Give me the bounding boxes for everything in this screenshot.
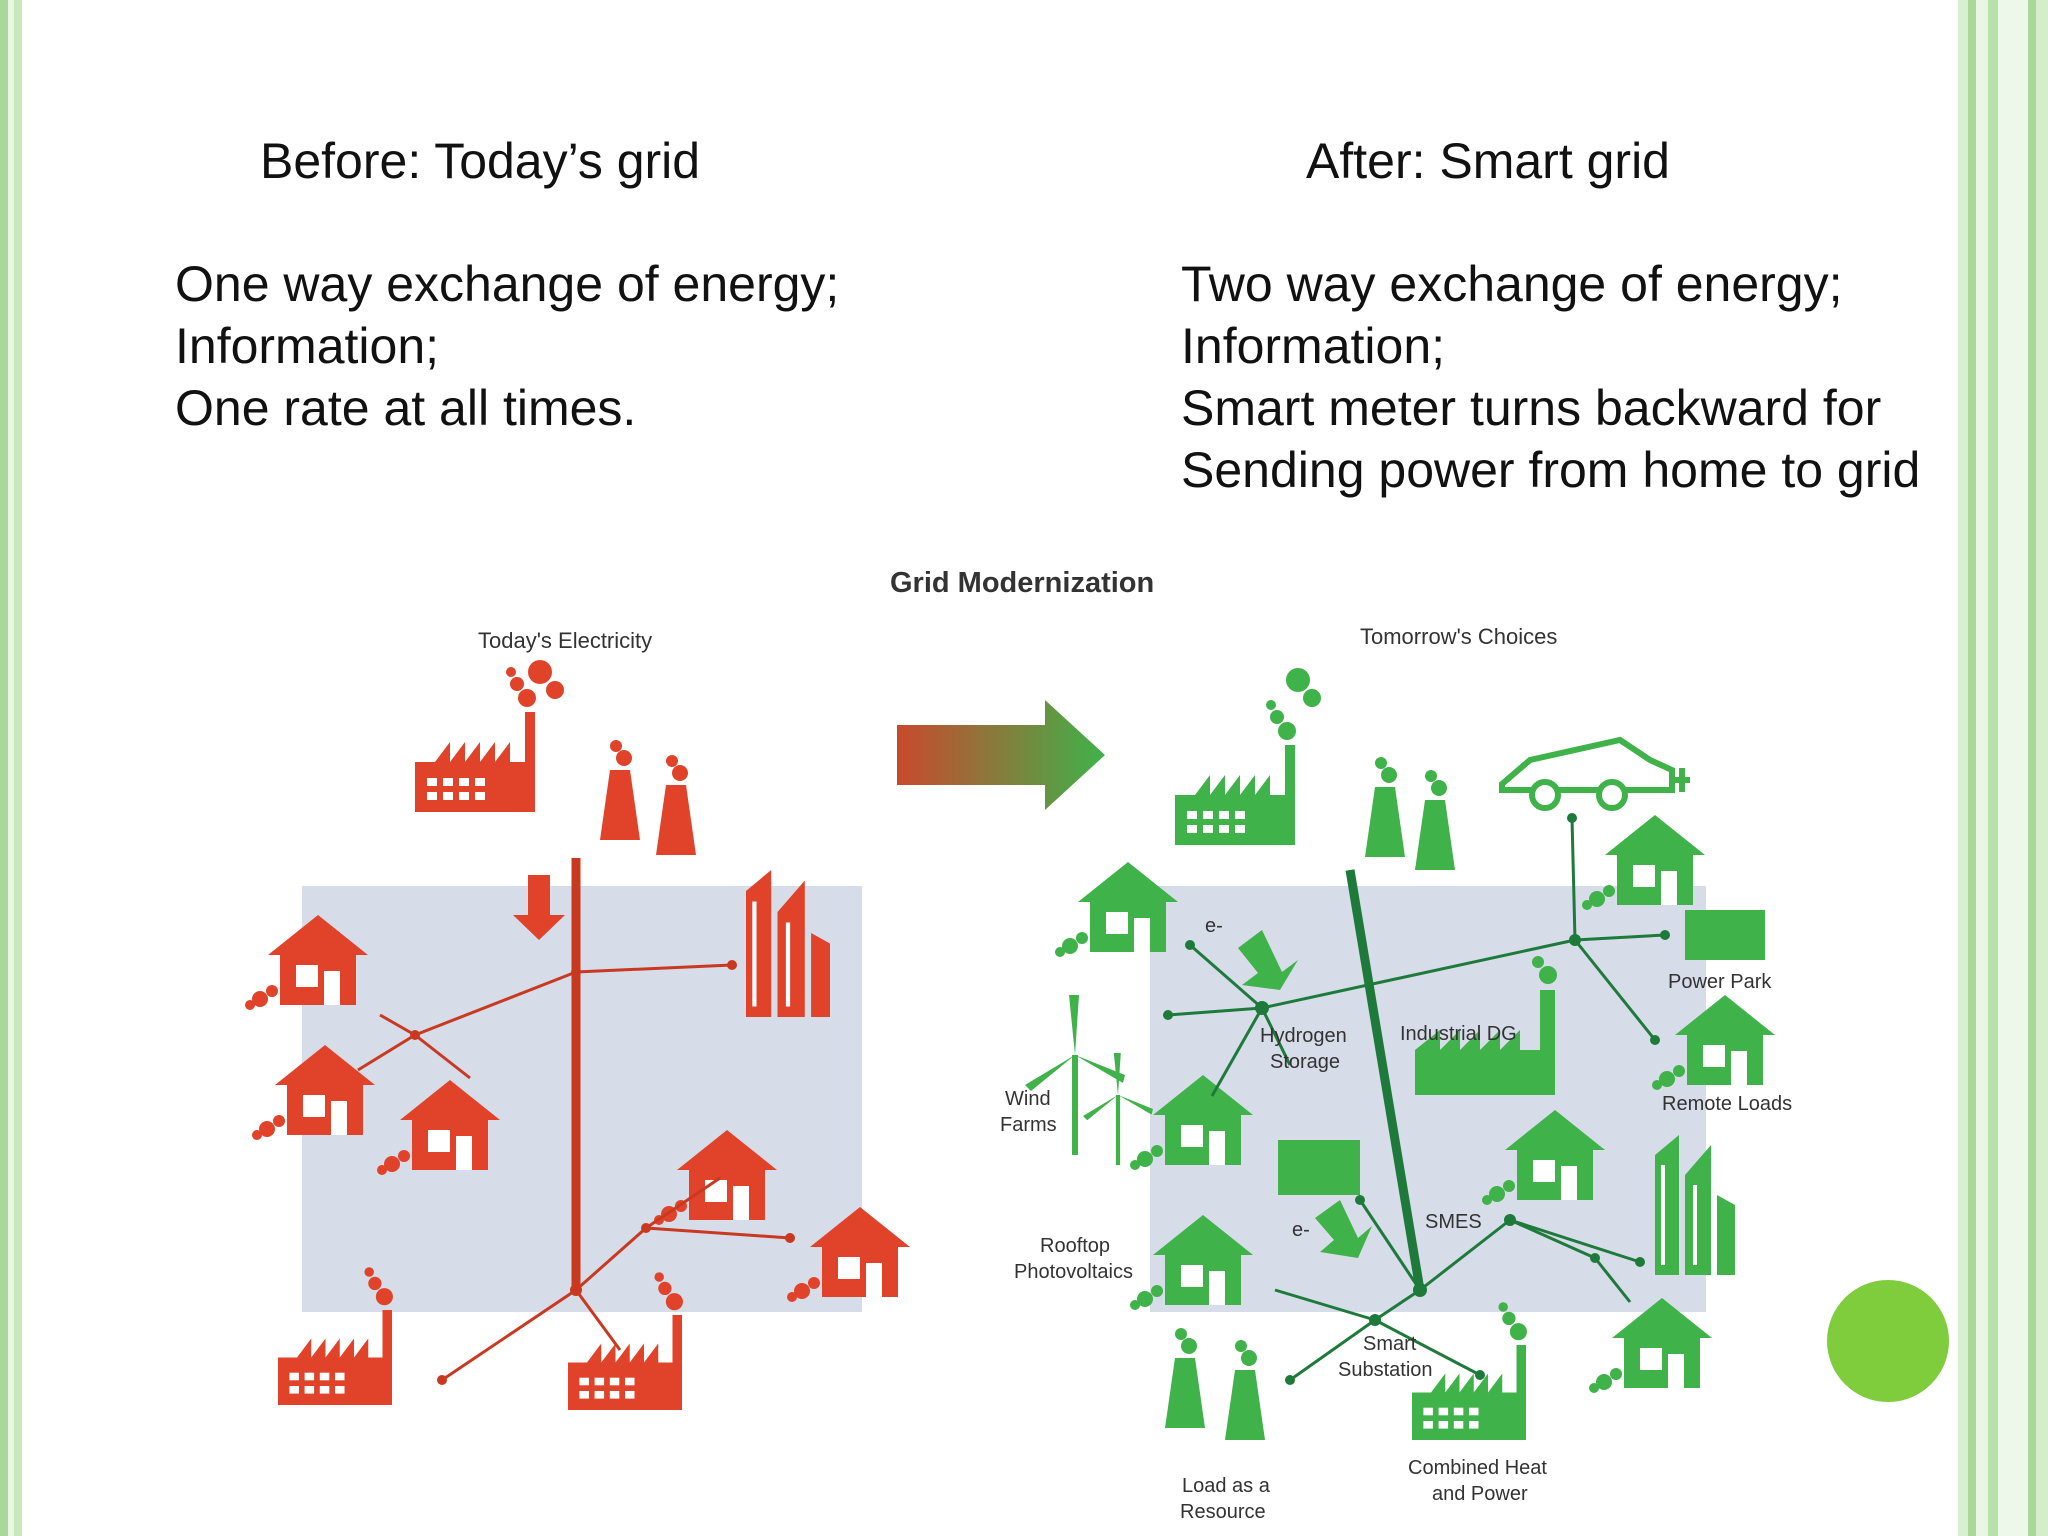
rooftop-label-1: Rooftop [1040,1235,1110,1257]
electron-label-2: e- [1292,1219,1310,1241]
modernization-arrow-icon [897,700,1105,810]
rooftop-label-2: Photovoltaics [1014,1261,1133,1283]
load-label-2: Resource [1180,1501,1266,1523]
industrial-dg-label: Industrial DG [1400,1023,1517,1045]
wind-turbine-icon [1083,1053,1153,1165]
load-label-1: Load as a [1182,1475,1271,1497]
power-plant-icon [415,660,696,855]
chp-label-2: and Power [1432,1483,1528,1505]
house-icon [1589,1298,1712,1393]
smes-label: SMES [1425,1211,1482,1233]
decorative-green-circle [1827,1280,1949,1402]
before-description: One way exchange of energy; Information;… [175,253,839,439]
substation-label-2: Substation [1338,1359,1433,1381]
today-grid [245,660,910,1410]
power-plant-icon [1175,668,1455,870]
wind-label-1: Wind [1005,1088,1051,1110]
smart-grid-area [1150,886,1706,1312]
power-park-label: Power Park [1668,971,1772,993]
load-tower-icon [1225,1340,1265,1440]
remote-loads-label: Remote Loads [1662,1093,1792,1115]
after-description: Two way exchange of energy; Information;… [1181,253,1920,501]
after-line-2: Information; [1181,318,1446,374]
electron-arrow-icon [1315,1200,1372,1258]
electron-arrow-icon [1238,930,1298,990]
before-line-2: Information; [175,318,440,374]
hydrogen-label-1: Hydrogen [1260,1025,1347,1047]
smes-factory-icon [1278,1140,1360,1195]
electric-car-icon [1499,736,1690,811]
power-park-house-icon [1582,815,1705,910]
hydrogen-label-2: Storage [1270,1051,1340,1073]
before-line-3: One rate at all times. [175,380,637,436]
electron-label-1: e- [1205,915,1223,937]
today-caption: Today's Electricity [478,628,652,653]
after-line-3: Smart meter turns backward for [1181,380,1882,436]
down-arrow-icon [513,875,565,940]
house-icon [1055,862,1178,957]
chp-label-1: Combined Heat [1408,1457,1547,1479]
power-park-factory-icon [1685,910,1765,960]
after-line-4: Sending power from home to grid [1181,442,1921,498]
slide-frame-right [1958,0,2048,1536]
diagram-title: Grid Modernization [890,567,1154,599]
after-heading: After: Smart grid [1306,133,1670,189]
slide-frame-left [0,0,22,1536]
industrial-dg-factory-icon [1415,956,1557,1095]
substation-label-1: Smart [1363,1333,1417,1355]
tomorrow-caption: Tomorrow's Choices [1360,624,1557,649]
smart-grid: Hydrogen Storage Industrial DG Power Par… [1000,668,1792,1523]
after-line-1: Two way exchange of energy; [1181,256,1843,312]
before-line-1: One way exchange of energy; [175,256,840,312]
load-tower-icon [1165,1328,1205,1428]
before-heading: Before: Today’s grid [260,133,701,189]
wind-label-2: Farms [1000,1114,1057,1136]
